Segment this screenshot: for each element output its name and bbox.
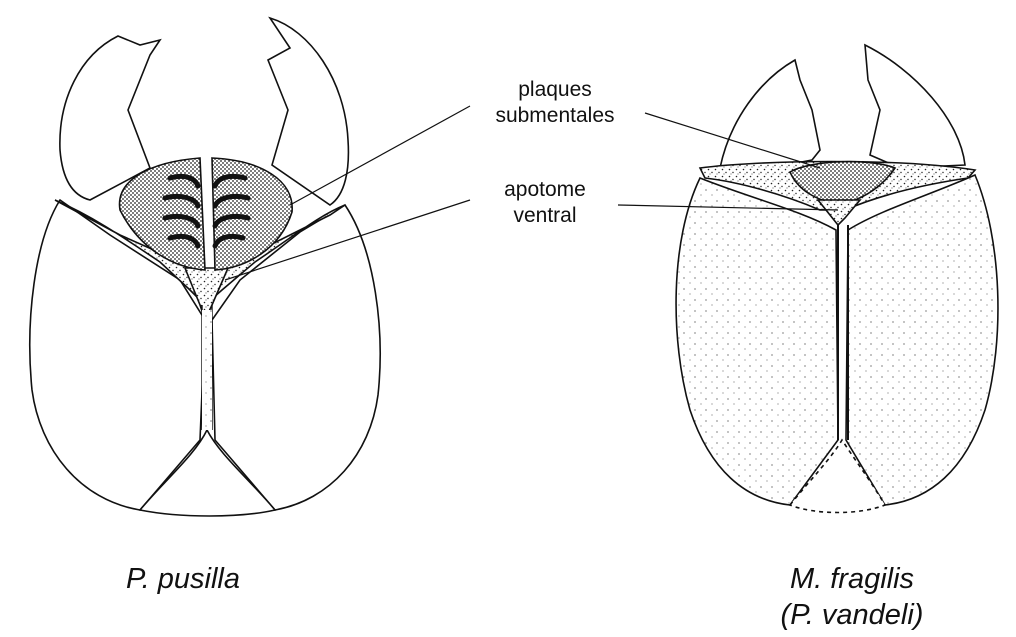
label-apotome-line1: apotome — [504, 178, 586, 201]
label-apotome-line2: ventral — [513, 204, 576, 227]
label-plaques-line1: plaques — [518, 78, 592, 101]
ventral-apotome-m-fragilis — [818, 200, 860, 225]
left-gena-m-fragilis — [676, 178, 838, 505]
head-capsule-m-fragilis — [676, 45, 998, 513]
head-capsule-p-pusilla — [30, 18, 380, 516]
caption-right-line1: M. fragilis — [790, 563, 914, 595]
caption-left: P. pusilla — [126, 563, 240, 595]
label-plaques-line2: submentales — [495, 104, 614, 127]
right-gena-m-fragilis — [846, 175, 998, 505]
right-mandible-p-pusilla — [268, 18, 348, 205]
caption-right-line2: (P. vandeli) — [781, 599, 924, 631]
right-mandible-m-fragilis — [865, 45, 965, 168]
